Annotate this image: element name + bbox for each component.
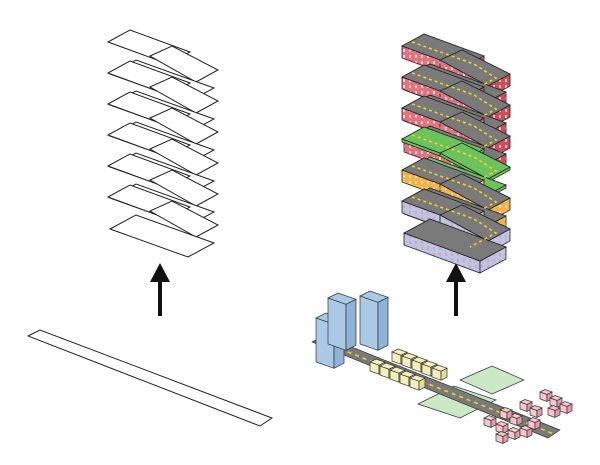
house-13	[495, 431, 509, 445]
lowrise-10	[409, 374, 426, 391]
house-10	[519, 425, 533, 439]
house-12	[499, 407, 513, 421]
house-11	[509, 413, 523, 427]
right-up-arrow	[446, 263, 466, 316]
lowrise-5	[431, 364, 448, 381]
house-8	[495, 421, 509, 435]
house-14	[527, 417, 541, 431]
city-strip	[311, 290, 573, 445]
wire-level-6	[106, 184, 220, 258]
level-tower-6	[401, 188, 511, 274]
colored-stack	[401, 33, 511, 274]
house-4	[519, 399, 533, 413]
house-1	[539, 389, 553, 403]
house-3	[559, 401, 573, 415]
tower-3	[359, 290, 389, 351]
tower-2	[327, 292, 357, 351]
house-9	[507, 427, 521, 441]
park-2	[459, 365, 525, 395]
wireframe-stack	[106, 29, 220, 258]
lowrise-2	[401, 352, 418, 369]
house-7	[483, 415, 497, 429]
house-5	[529, 405, 543, 419]
house-6	[547, 405, 561, 419]
left-up-arrow	[150, 263, 170, 316]
flat-strip	[26, 329, 274, 427]
road	[311, 335, 561, 439]
